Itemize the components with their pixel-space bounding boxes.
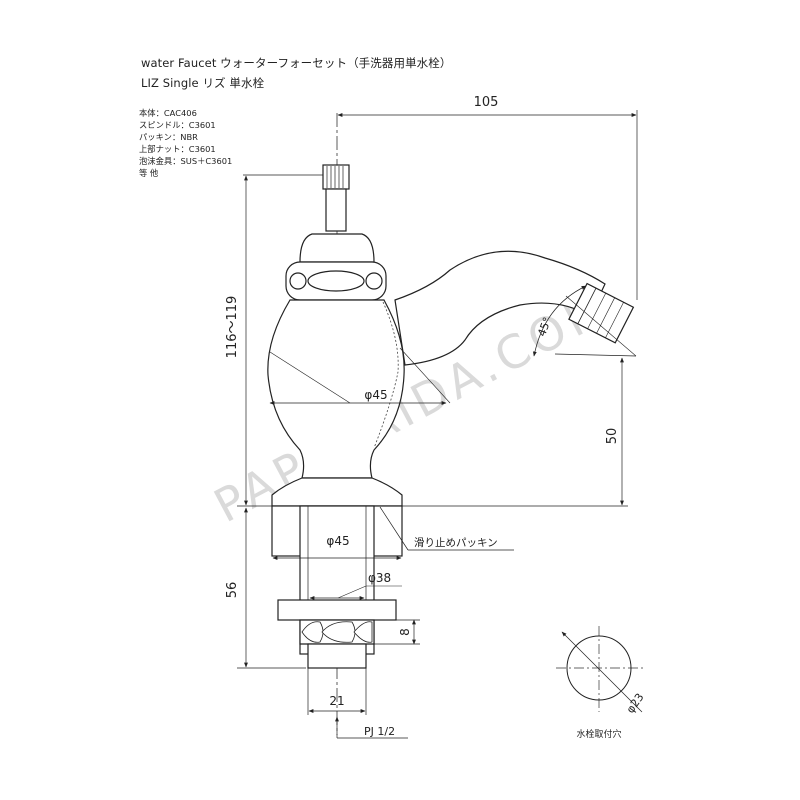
anti-slip-packing-callout: 滑り止めパッキン — [379, 506, 514, 551]
dim-pipe-width: 21 — [307, 668, 367, 715]
spec-etc: 等 他 — [139, 168, 159, 178]
ring-right-bead — [365, 272, 383, 290]
anti-slip-packing-label: 滑り止めパッキン — [414, 537, 498, 549]
spec-spindle: スピンドル：C3601 — [139, 120, 216, 130]
dim-nut-height: 8 — [374, 619, 420, 645]
spec-packing: パッキン：NBR — [139, 132, 198, 142]
inner-contour — [373, 301, 399, 449]
spec-upper-nut: 上部ナット：C3601 — [139, 144, 216, 154]
washer — [277, 599, 397, 621]
base-flange — [271, 477, 403, 507]
mounting-shank — [271, 505, 403, 669]
mounting-hole-label: 水栓取付穴 — [576, 728, 621, 740]
spec-body: 本体：CAC406 — [139, 108, 197, 118]
thread-label: PJ 1/2 — [364, 725, 395, 738]
dim-base-diameter: φ45 — [272, 534, 402, 560]
dim-spout-height: 50 — [605, 357, 624, 506]
dim-body-diameter: φ45 — [269, 347, 451, 405]
ring-left-bead — [289, 272, 307, 290]
thread-callout: PJ 1/2 — [335, 716, 408, 739]
dim-lower-height: 56 — [225, 507, 306, 669]
dim-shank-diameter: φ38 — [309, 571, 402, 600]
dim-spout-angle: 45° — [532, 285, 637, 357]
dim-body-diameter-label: φ45 — [364, 388, 387, 402]
dim-width-label: 105 — [474, 95, 499, 110]
dim-spout-height-label: 50 — [605, 428, 620, 445]
mounting-hole-circle — [566, 635, 632, 701]
dim-width-105: 105 — [337, 95, 638, 300]
spindle-shaft — [325, 188, 347, 232]
top-cap — [299, 233, 375, 263]
pipe-end — [307, 643, 367, 669]
title-english-japanese: water Faucet ウォーターフォーセット（手洗器用単水栓） — [141, 56, 452, 70]
mounting-hole-detail: φ23 水栓取付穴 — [556, 626, 647, 740]
dim-height-body: 116～119 — [225, 174, 330, 506]
dim-shank-diameter-label: φ38 — [368, 571, 391, 585]
dim-hole-diameter-label: φ23 — [624, 691, 647, 716]
dim-height-body-label: 116～119 — [225, 296, 240, 359]
dim-base-diameter-label: φ45 — [326, 534, 349, 548]
title-product-name: LIZ Single リズ 単水栓 — [141, 76, 265, 90]
ring-center-oval — [307, 270, 365, 292]
dim-lower-height-label: 56 — [225, 582, 240, 599]
spec-aerator: 泡沫金具：SUS＋C3601 — [139, 156, 233, 166]
dim-pipe-width-label: 21 — [329, 694, 344, 708]
dim-nut-height-label: 8 — [398, 628, 412, 636]
material-spec-list: 本体：CAC406 スピンドル：C3601 パッキン：NBR 上部ナット：C36… — [139, 107, 232, 179]
dim-spout-angle-label: 45° — [535, 315, 554, 338]
faucet-body — [267, 164, 635, 507]
